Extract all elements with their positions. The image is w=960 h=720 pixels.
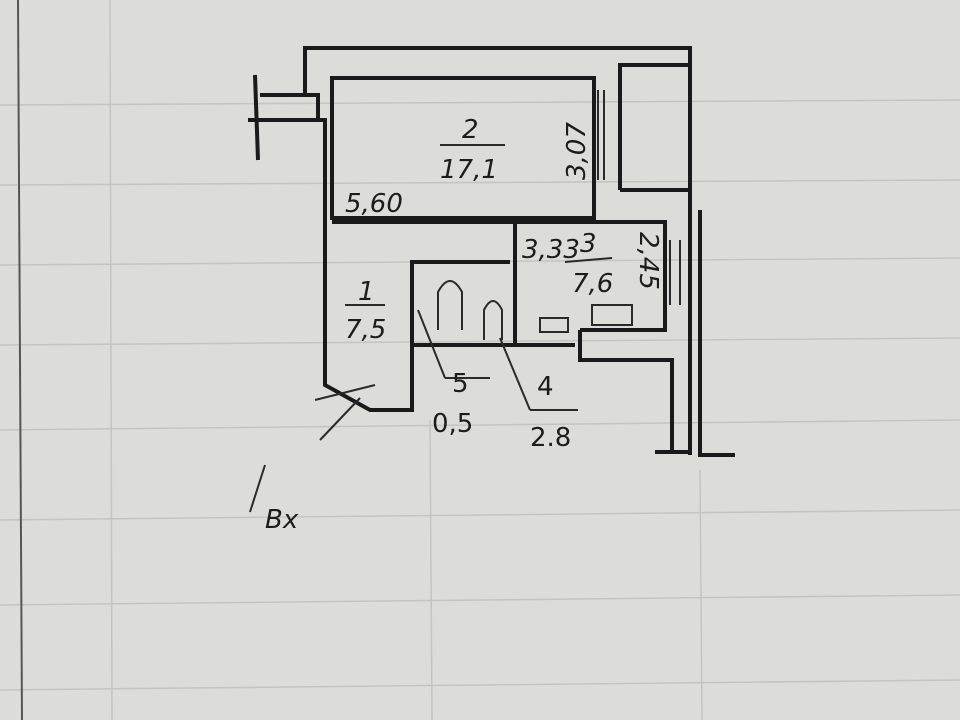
room-2-label: 2 17,1 bbox=[440, 115, 498, 185]
room-5-label: 5 0,5 bbox=[432, 369, 473, 439]
room-number: 2 bbox=[462, 115, 479, 145]
room-3-label: 3 7,6 bbox=[572, 229, 613, 299]
room-4-label: 4 2.8 bbox=[530, 372, 571, 453]
dimension-room2-width: 5,60 bbox=[345, 189, 403, 219]
dimension-room2-depth: 3,07 bbox=[562, 122, 592, 180]
dimension-room3-depth: 2,45 bbox=[633, 232, 663, 290]
room-number: 4 bbox=[537, 372, 554, 402]
room-number: 3 bbox=[580, 229, 597, 259]
walls bbox=[248, 46, 735, 513]
room-area: 2.8 bbox=[530, 423, 571, 453]
room-number: 1 bbox=[358, 277, 375, 307]
room-1-label: 1 7,5 bbox=[345, 277, 386, 345]
room-area: 0,5 bbox=[432, 409, 473, 439]
room-number: 5 bbox=[452, 369, 469, 399]
entrance-label: Вх bbox=[265, 505, 299, 535]
room-area: 7,5 bbox=[345, 315, 386, 345]
room-area: 7,6 bbox=[572, 269, 613, 299]
room-area: 17,1 bbox=[440, 155, 498, 185]
dimension-room3-width: 3,33 bbox=[522, 235, 580, 265]
